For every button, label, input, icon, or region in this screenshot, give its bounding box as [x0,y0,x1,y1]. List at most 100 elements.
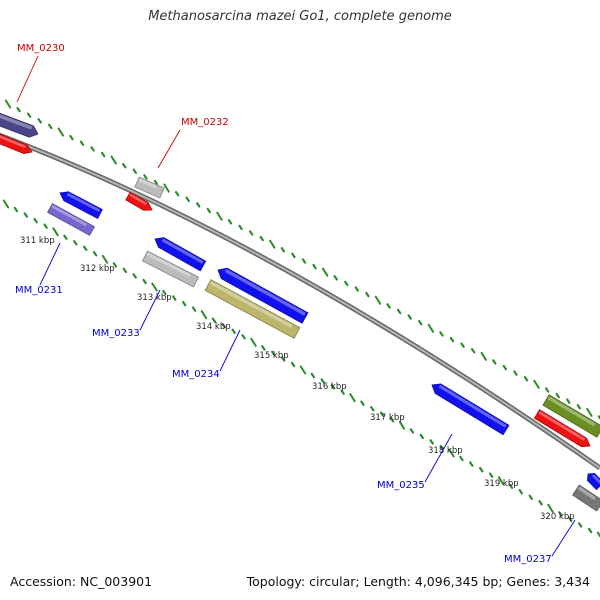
gene-shine [161,238,204,264]
scale-dot [396,308,402,315]
scale-dot [544,387,550,393]
scale-tick-label: 318 kbp [428,446,463,456]
gene-label: MM_0232 [181,117,229,128]
gene-body [141,250,200,288]
scale-dot [407,314,412,320]
scale-dot [596,531,600,538]
gene-label: MM_0233 [92,328,140,339]
gene-0233-blue [154,237,207,272]
scale-tick-label: 320 kbp [540,512,575,522]
scale-dot [354,286,360,292]
scale-dot [69,134,74,141]
scale-dot [439,331,444,337]
scale-dot [52,227,59,237]
gene-right-red [533,409,591,448]
scale-dot [597,415,600,420]
scale-dot [216,211,223,221]
scale-dot [162,289,167,296]
scale-tick-label: 311 kbp [20,236,55,246]
scale-dot [299,365,307,375]
gene-shine [224,269,306,316]
gene-label: MM_0231 [15,285,63,296]
scale-dot [280,247,286,253]
scale-dot [101,254,109,264]
scale-dot [16,106,21,113]
scale-dot [43,223,48,229]
outer-scale-dots [4,99,600,420]
scale-dot [518,489,524,495]
gene-shine [0,132,26,149]
scale-dot [333,275,338,281]
gene-body [47,203,95,236]
gene-body [204,279,301,339]
gene-0237-blue [587,473,600,491]
gene-leader-line [16,55,39,103]
gene-shine [438,384,507,428]
scale-tick-label: 312 kbp [80,264,115,274]
scale-dot [142,278,147,285]
gene-shine [0,111,33,130]
gene-shine [138,178,157,189]
scale-dot [479,466,484,473]
scale-dot [301,258,307,264]
gene-body [217,267,309,324]
scale-dot [33,217,38,224]
scale-dot [206,207,212,214]
scale-dot [344,280,349,287]
scale-dot [291,252,296,259]
scale-dot [320,378,325,384]
scale-dot [63,234,68,240]
scale-dot [248,230,254,236]
scale-dot [349,393,356,403]
map-title: Methanosarcina mazei Go1, complete genom… [148,9,452,24]
scale-dot [480,351,487,361]
accession-text: Accession: NC_003901 [10,574,153,589]
gene-label-layer: MM_0230MM_0231MM_0232MM_0233MM_0234MM_02… [15,43,576,565]
scale-dot [429,439,434,445]
scale-dot [122,162,127,169]
scale-dot [110,155,117,165]
gene-shine [547,396,596,427]
gene-0234-khaki [204,279,301,339]
gene-shine [129,193,147,206]
scale-dot [497,476,505,486]
scale-dot [386,303,391,309]
scale-dot [290,361,296,368]
gene-body [542,394,600,438]
gene-0232-grey [134,176,165,199]
scale-dot [523,376,529,382]
scale-dot [73,240,78,246]
scale-dot [508,483,514,489]
gene-shine [66,192,101,213]
gene-label: MM_0235 [377,480,425,491]
gene-leader-line [39,242,61,286]
gene-shine [538,411,586,441]
scale-dot [459,455,464,462]
gene-0231-blue [59,191,103,219]
gene-shine [577,486,597,501]
scale-dot [513,370,518,376]
scale-dot [227,219,233,225]
gene-body [0,109,39,138]
scale-dot [488,472,494,478]
inner-scale-dots [2,199,600,538]
scale-dot [259,235,264,242]
gene-shine [146,252,191,278]
gene-0234-blue [217,267,309,324]
gene-label: MM_0230 [17,43,65,54]
scale-tick-label: 319 kbp [484,479,519,489]
scale-dot [151,282,158,292]
scale-dot [185,196,190,203]
scale-dot [547,503,554,513]
scale-dot [389,417,395,423]
scale-dot [568,516,573,523]
scale-dot [409,428,415,434]
scale-dot [231,328,236,334]
scale-dot [196,202,201,208]
scale-dot [310,372,316,379]
scale-dot [82,245,88,251]
gene-leader-line [219,329,241,372]
scale-dot [153,179,159,186]
scale-dot [370,406,375,412]
scale-dot [418,319,423,326]
